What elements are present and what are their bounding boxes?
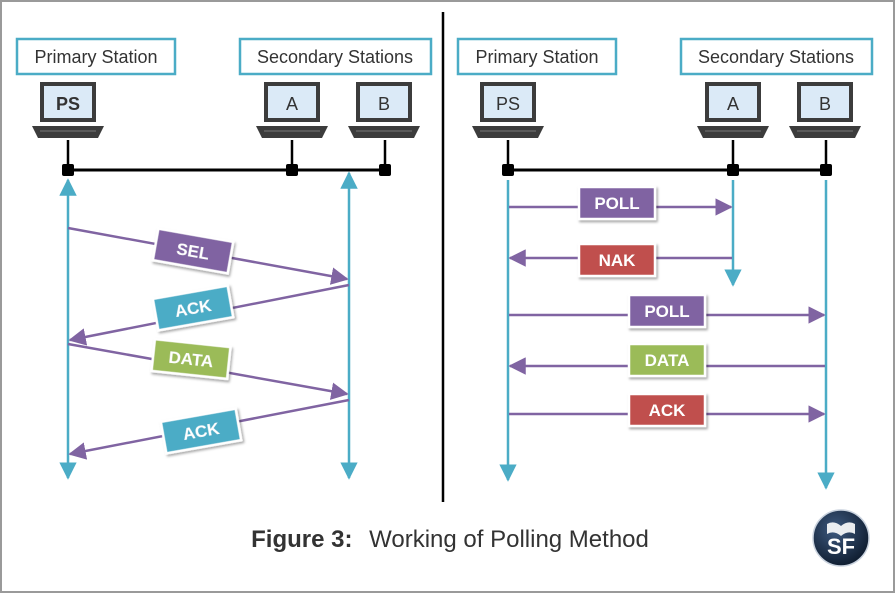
bus-node-a-right [727, 164, 739, 176]
laptop-icon-b-right: B [789, 82, 861, 138]
logo-text: SF [827, 534, 855, 559]
laptop-icon-ps-right: PS [472, 82, 544, 138]
bus-node-ps [62, 164, 74, 176]
secondary-stations-label: Secondary Stations [257, 47, 413, 67]
label-poll-1: POLL [577, 185, 657, 221]
figure-caption: Figure 3: Working of Polling Method [251, 526, 649, 553]
laptop-icon-a-right: A [697, 82, 769, 138]
laptop-icon-a: A [256, 82, 328, 138]
svg-text:NAK: NAK [599, 251, 637, 270]
primary-station-label: Primary Station [34, 47, 157, 67]
label-sel: SEL [151, 227, 235, 275]
caption-text: Working of Polling Method [369, 526, 649, 553]
laptop-label-a: A [286, 94, 298, 114]
label-nak: NAK [577, 242, 657, 278]
label-ack-2: ACK [159, 407, 243, 455]
svg-text:DATA: DATA [645, 351, 690, 370]
caption-bold: Figure 3: [251, 526, 352, 553]
left-panel: Primary Station Secondary Stations PS A … [15, 37, 433, 480]
bus-node-b-right [820, 164, 832, 176]
laptop-label-b-right: B [819, 94, 831, 114]
label-ack-1: ACK [151, 284, 235, 332]
svg-text:POLL: POLL [594, 194, 639, 213]
bus-node-a [286, 164, 298, 176]
label-data: DATA [150, 337, 232, 381]
right-panel: Primary Station Secondary Stations PS A … [456, 37, 874, 490]
laptop-icon-ps: PS [32, 82, 104, 138]
label-poll-2: POLL [627, 293, 707, 329]
book-logo-icon [827, 522, 855, 536]
primary-station-box-right [456, 37, 618, 76]
svg-text:ACK: ACK [649, 401, 687, 420]
label-data-right: DATA [627, 342, 707, 378]
laptop-label-ps: PS [56, 94, 80, 114]
laptop-label-a-right: A [727, 94, 739, 114]
laptop-label-b: B [378, 94, 390, 114]
svg-text:DATA: DATA [168, 348, 214, 372]
label-ack-right: ACK [627, 392, 707, 428]
secondary-stations-box [238, 37, 433, 76]
laptop-label-ps-right: PS [496, 94, 520, 114]
secondary-stations-label-right: Secondary Stations [698, 47, 854, 67]
svg-text:POLL: POLL [644, 302, 689, 321]
secondary-stations-box-right [679, 37, 874, 76]
bus-node-ps-right [502, 164, 514, 176]
sf-logo: SF [812, 509, 870, 567]
bus-node-b [379, 164, 391, 176]
primary-station-label-right: Primary Station [475, 47, 598, 67]
laptop-icon-b: B [348, 82, 420, 138]
primary-station-box [15, 37, 177, 76]
